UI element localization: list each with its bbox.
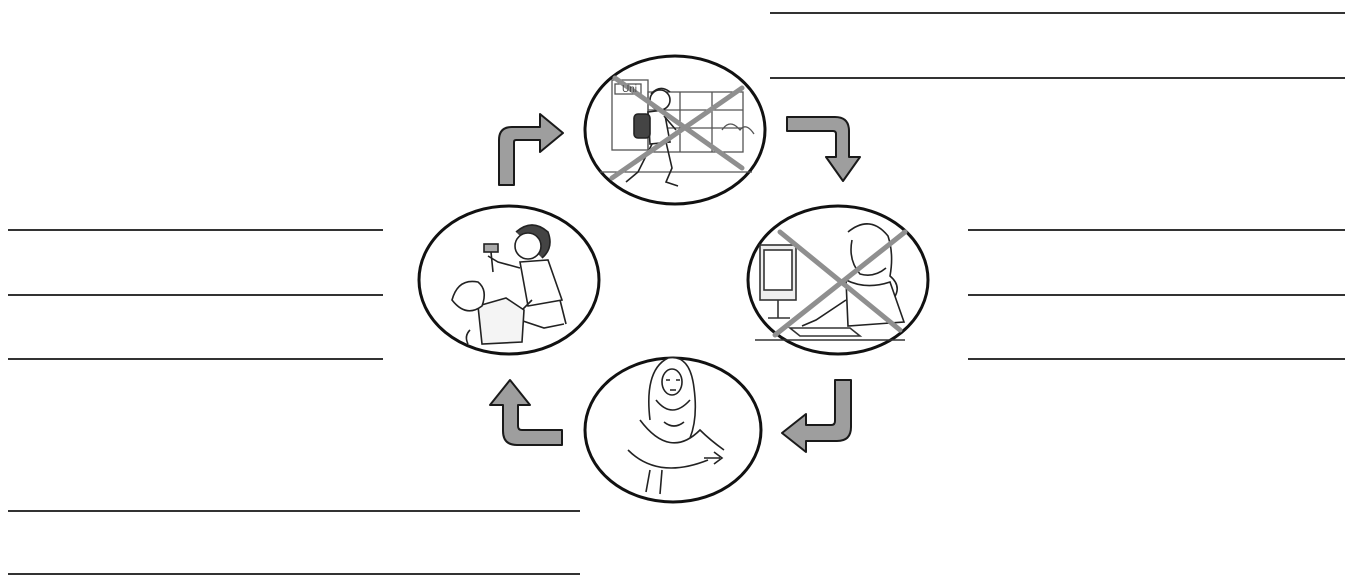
- illustration-child-labour: [419, 206, 599, 354]
- cycle-arrow-up-right: [499, 114, 563, 185]
- cycle-arrow-right-down: [787, 117, 860, 181]
- illustration-office-worker: [748, 206, 928, 354]
- answer-lines-left: [8, 230, 383, 359]
- illustration-begging-woman: [585, 358, 761, 502]
- illustration-student-university: Uni: [585, 56, 765, 204]
- cycle-arrow-down-left: [782, 380, 851, 452]
- answer-lines-top-right: [770, 13, 1345, 78]
- answer-lines-bottom-left: [8, 511, 580, 574]
- school-sign-text: Uni: [622, 84, 637, 95]
- cycle-arrow-left-up: [490, 380, 562, 445]
- answer-lines-right: [968, 230, 1345, 359]
